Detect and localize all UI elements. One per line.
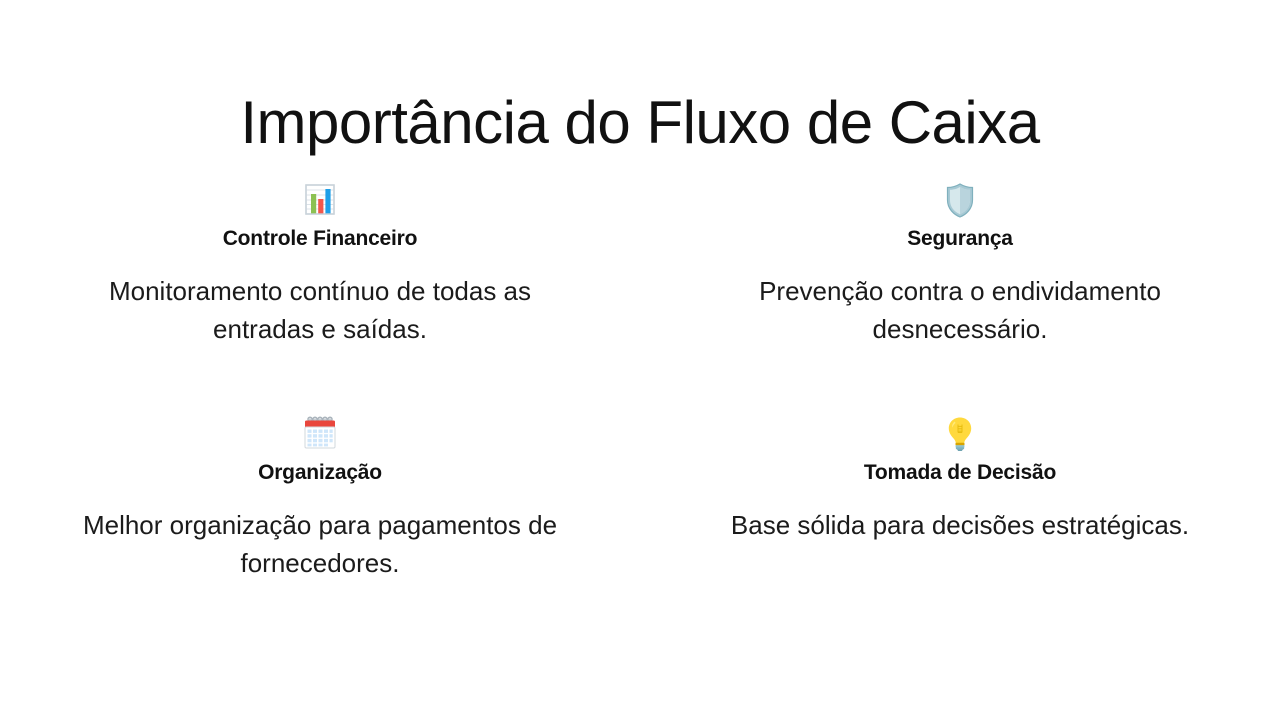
feature-card-heading: Controle Financeiro bbox=[222, 227, 418, 250]
calendar-icon bbox=[300, 414, 340, 454]
shield-icon bbox=[940, 180, 980, 220]
feature-card-controle-financeiro: Controle Financeiro Monitoramento contín… bbox=[0, 180, 640, 414]
bar-chart-icon bbox=[300, 180, 340, 220]
feature-card-body: Monitoramento contínuo de todas as entra… bbox=[108, 276, 532, 344]
feature-card-body: Prevenção contra o endividamento desnece… bbox=[759, 276, 1161, 344]
feature-cards-grid: Controle Financeiro Monitoramento contín… bbox=[0, 180, 1280, 648]
feature-card-seguranca: Segurança Prevenção contra o endividamen… bbox=[640, 180, 1280, 414]
feature-card-body: Melhor organização para pagamentos de fo… bbox=[82, 510, 558, 578]
feature-card-organizacao: Organização Melhor organização para paga… bbox=[0, 414, 640, 648]
feature-card-tomada-de-decisao: Tomada de Decisão Base sólida para decis… bbox=[640, 414, 1280, 648]
lightbulb-icon bbox=[940, 414, 980, 454]
feature-card-heading: Organização bbox=[258, 461, 382, 484]
feature-card-heading: Tomada de Decisão bbox=[863, 461, 1057, 484]
page-title: Importância do Fluxo de Caixa bbox=[240, 89, 1040, 157]
feature-card-heading: Segurança bbox=[907, 227, 1013, 250]
feature-card-body: Base sólida para decisões estratégicas. bbox=[730, 510, 1190, 541]
